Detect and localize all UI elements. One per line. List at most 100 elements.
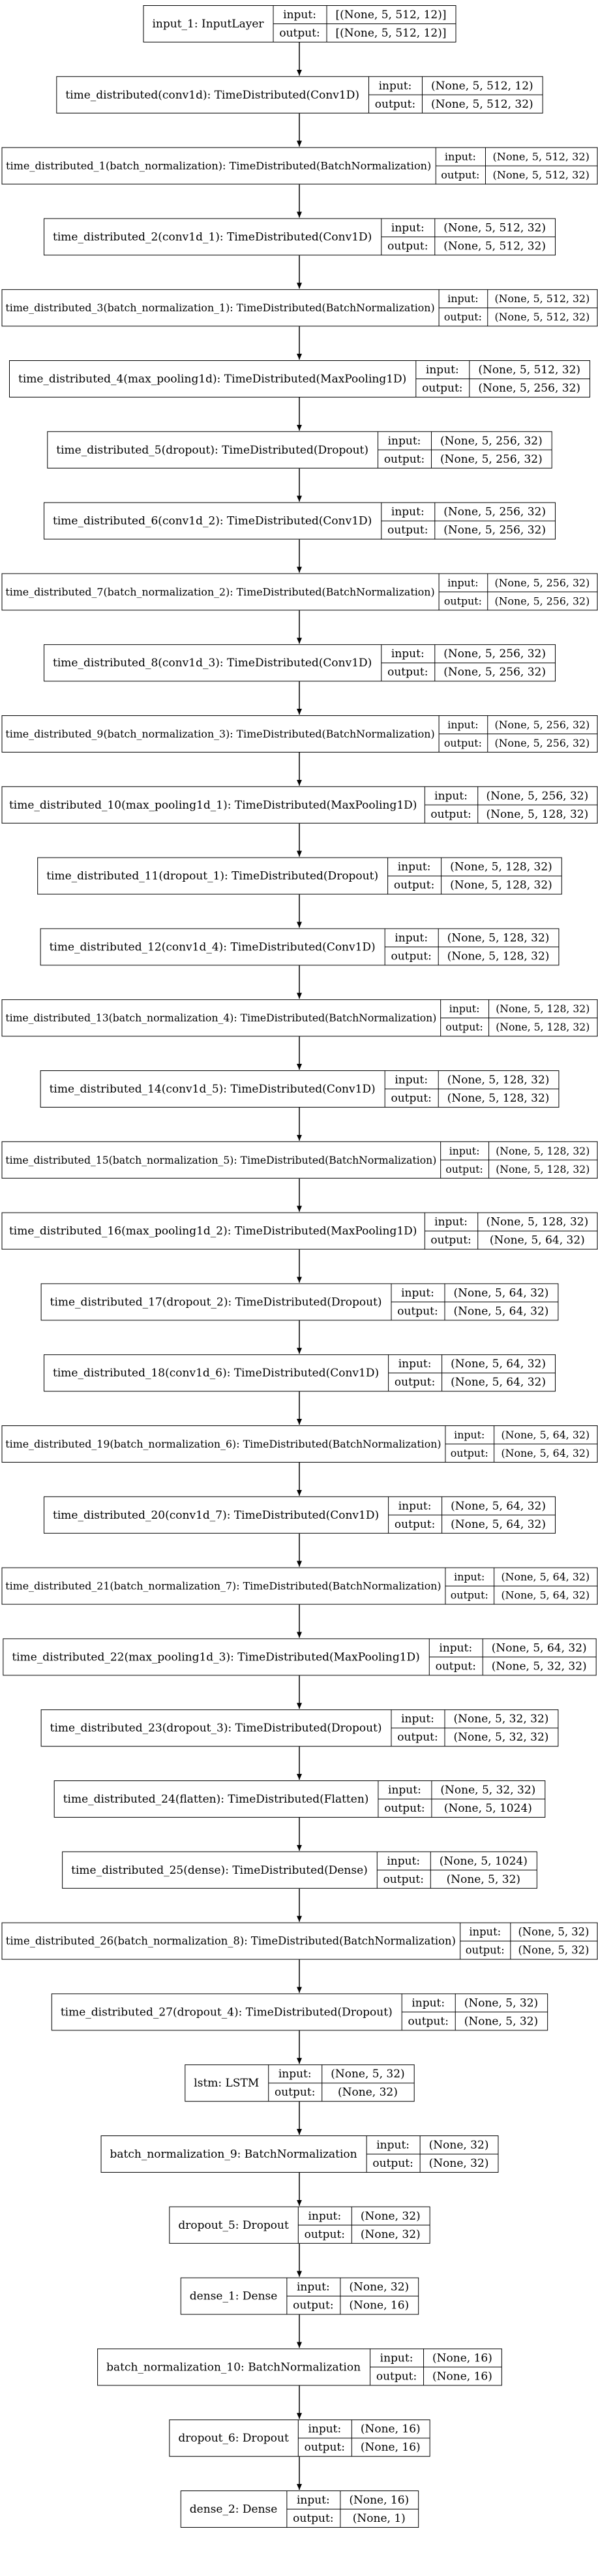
input-label: input: <box>426 364 459 377</box>
output-shape: (None, 5, 64, 32) <box>501 1589 590 1602</box>
input-shape: (None, 32) <box>349 2281 409 2294</box>
input-label: input: <box>398 861 431 874</box>
output-label: output: <box>376 2370 417 2383</box>
input-shape: (None, 5, 32) <box>464 1996 538 2010</box>
output-shape: (None, 5, 64, 32) <box>451 1376 546 1389</box>
layer-node: time_distributed_3(batch_normalization_1… <box>1 289 598 327</box>
input-label: input: <box>391 647 425 660</box>
output-shape: (None, 1) <box>353 2512 406 2525</box>
input-label: input: <box>401 1713 434 1726</box>
input-label: input: <box>308 2210 341 2223</box>
layer-name: time_distributed_26(batch_normalization_… <box>6 1935 456 1948</box>
layer-name: time_distributed_12(conv1d_4): TimeDistr… <box>50 940 376 954</box>
output-shape: (None, 5, 512, 32) <box>492 169 590 181</box>
layer-node: time_distributed_2(conv1d_1): TimeDistri… <box>44 218 556 256</box>
output-label: output: <box>441 169 479 181</box>
input-label: input: <box>469 1926 501 1938</box>
output-label: output: <box>444 595 482 607</box>
layer-name: time_distributed_24(flatten): TimeDistri… <box>63 1793 369 1806</box>
layer-name: time_distributed_3(batch_normalization_1… <box>5 302 434 314</box>
output-label: output: <box>451 1589 488 1602</box>
layer-name: batch_normalization_9: BatchNormalizatio… <box>110 2148 357 2161</box>
input-shape: (None, 5, 256, 32) <box>443 506 546 519</box>
layer-node: time_distributed(conv1d): TimeDistribute… <box>56 76 543 114</box>
output-shape: (None, 5, 512, 32) <box>443 240 546 253</box>
input-label: input: <box>434 1216 468 1229</box>
input-label: input: <box>445 151 476 163</box>
output-label: output: <box>408 2015 449 2028</box>
output-label: output: <box>444 737 482 749</box>
input-shape: [(None, 5, 512, 12)] <box>336 8 447 22</box>
layer-node: input_1: InputLayerinput:output:[(None, … <box>143 5 456 42</box>
input-shape: (None, 5, 128, 32) <box>447 931 550 944</box>
layer-name: time_distributed_8(conv1d_3): TimeDistri… <box>53 657 372 670</box>
layer-name: dense_1: Dense <box>190 2290 278 2303</box>
output-shape: (None, 5, 256, 32) <box>478 382 580 395</box>
output-label: output: <box>397 1731 438 1744</box>
input-label: input: <box>411 1996 445 2010</box>
input-label: input: <box>449 1145 480 1157</box>
output-label: output: <box>293 2299 333 2312</box>
output-shape: (None, 5, 64, 32) <box>501 1447 590 1459</box>
layer-name: time_distributed_20(conv1d_7): TimeDistr… <box>53 1509 379 1522</box>
layer-node: time_distributed_20(conv1d_7): TimeDistr… <box>44 1496 556 1534</box>
output-label: output: <box>422 382 462 395</box>
output-label: output: <box>444 311 482 323</box>
layer-name: time_distributed_11(dropout_1): TimeDist… <box>46 870 378 883</box>
layer-node: time_distributed_27(dropout_4): TimeDist… <box>51 1993 548 2031</box>
output-label: output: <box>305 2228 345 2241</box>
input-shape: (None, 5, 512, 32) <box>495 292 590 305</box>
input-shape: (None, 5, 128, 32) <box>496 1002 590 1015</box>
output-shape: (None, 5, 128, 32) <box>496 1163 590 1175</box>
input-shape: (None, 5, 32) <box>518 1926 589 1938</box>
nodes-group: input_1: InputLayerinput:output:[(None, … <box>1 5 598 2528</box>
layer-name: batch_normalization_10: BatchNormalizati… <box>106 2361 361 2374</box>
layer-name: time_distributed(conv1d): TimeDistribute… <box>65 89 359 102</box>
input-shape: (None, 5, 128, 32) <box>450 861 552 874</box>
output-shape: (None, 5, 512, 32) <box>495 311 590 323</box>
output-label: output: <box>375 98 415 111</box>
input-shape: (None, 5, 128, 32) <box>486 1216 589 1229</box>
input-shape: (None, 5, 32, 32) <box>454 1713 549 1726</box>
layer-name: time_distributed_14(conv1d_5): TimeDistr… <box>50 1083 376 1096</box>
input-label: input: <box>401 1286 434 1299</box>
input-shape: (None, 5, 256, 32) <box>486 790 589 803</box>
output-shape: (None, 5, 256, 32) <box>495 595 590 607</box>
input-label: input: <box>395 931 428 944</box>
output-label: output: <box>391 1092 432 1105</box>
layer-name: time_distributed_10(max_pooling1d_1): Ti… <box>9 799 417 812</box>
input-label: input: <box>434 790 468 803</box>
input-shape: (None, 5, 256, 32) <box>440 435 543 448</box>
output-label: output: <box>445 1021 483 1033</box>
input-shape: (None, 32) <box>429 2139 489 2152</box>
layer-node: time_distributed_4(max_pooling1d): TimeD… <box>8 360 591 397</box>
layer-name: dropout_6: Dropout <box>178 2432 289 2445</box>
layer-node: time_distributed_7(batch_normalization_2… <box>1 573 598 611</box>
input-shape: (None, 5, 512, 32) <box>443 221 546 234</box>
layer-node: time_distributed_24(flatten): TimeDistri… <box>53 1780 546 1818</box>
layer-node: time_distributed_5(dropout): TimeDistrib… <box>47 431 552 469</box>
output-label: output: <box>384 1802 425 1815</box>
input-label: input: <box>388 435 421 448</box>
output-shape: (None, 5, 256, 32) <box>443 524 546 537</box>
output-label: output: <box>430 1234 471 1247</box>
layer-name: dense_2: Dense <box>190 2503 278 2516</box>
layer-node: time_distributed_16(max_pooling1d_2): Ti… <box>1 1212 598 1250</box>
output-shape: (None, 5, 64, 32) <box>490 1234 585 1247</box>
layer-name: dropout_5: Dropout <box>178 2219 289 2232</box>
output-shape: (None, 5, 32) <box>518 1944 589 1957</box>
input-label: input: <box>297 2494 330 2507</box>
output-shape: (None, 5, 64, 32) <box>454 1305 549 1318</box>
input-label: input: <box>454 1571 485 1583</box>
input-label: input: <box>391 221 425 234</box>
output-label: output: <box>430 808 471 821</box>
layer-name: time_distributed_4(max_pooling1d): TimeD… <box>18 373 406 386</box>
layer-node: time_distributed_21(batch_normalization_… <box>1 1567 598 1605</box>
input-shape: (None, 5, 128, 32) <box>496 1145 590 1157</box>
input-label: input: <box>447 719 478 731</box>
output-shape: (None, 5, 1024) <box>444 1802 532 1815</box>
output-label: output: <box>395 1376 435 1389</box>
output-label: output: <box>394 879 434 892</box>
